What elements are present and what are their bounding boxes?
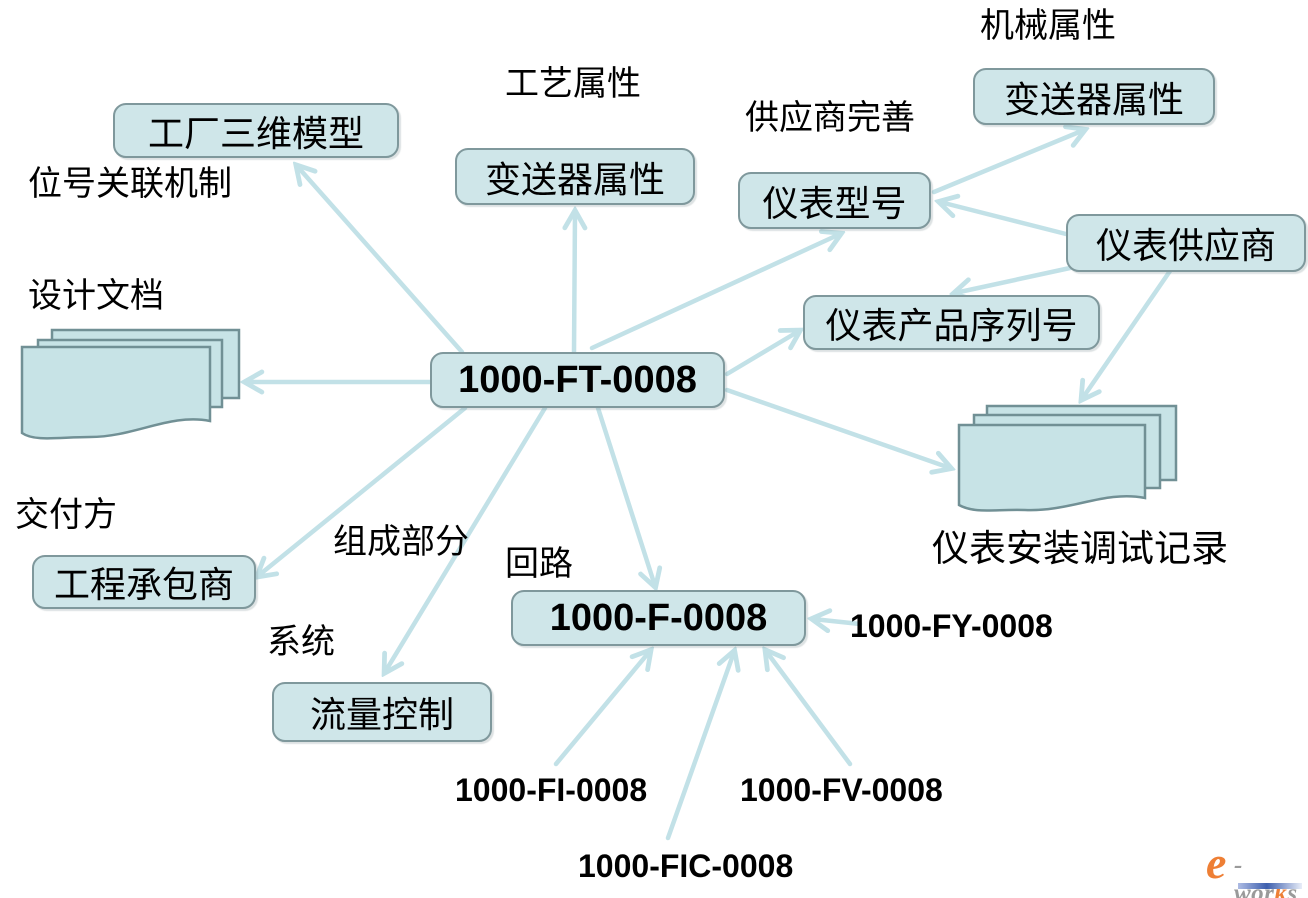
install-records-icon	[957, 404, 1178, 512]
node-instrument-supplier: 仪表供应商	[1066, 214, 1306, 272]
design-documents-icon	[20, 328, 241, 440]
eworks-logo-text: -works	[1234, 852, 1298, 898]
node-transmitter-attrs-process: 变送器属性	[455, 148, 695, 205]
node-transmitter-attrs-mech: 变送器属性	[973, 68, 1215, 125]
label-install-record: 仪表安装调试记录	[932, 529, 1228, 570]
label-mechanical-attrs: 机械属性	[980, 8, 1116, 45]
node-instrument-serial: 仪表产品序列号	[803, 295, 1100, 350]
arrow-fy-to-loop	[813, 619, 863, 624]
node-contractor: 工程承包商	[32, 555, 256, 609]
arrow-center-to-contractor	[258, 405, 468, 576]
label-process-attrs: 工艺属性	[505, 66, 641, 103]
label-tag-link: 位号关联机制	[28, 166, 232, 203]
arrow-center-to-loop	[595, 405, 655, 586]
node-center-tag: 1000-FT-0008	[430, 352, 725, 408]
arrow-model-to-transmitter-mech	[931, 130, 1084, 195]
node-plant-3d-model: 工厂三维模型	[113, 103, 399, 158]
tag-1000-fv-0008: 1000-FV-0008	[740, 772, 943, 808]
arrow-fi-to-loop	[553, 651, 650, 767]
label-supplier-improve: 供应商完善	[745, 100, 915, 137]
tag-1000-fi-0008: 1000-FI-0008	[455, 772, 648, 808]
eworks-logo-underline	[1238, 883, 1302, 889]
eworks-logo: e -works	[1206, 837, 1306, 898]
arrow-supplier-to-serial	[955, 265, 1073, 293]
node-loop-tag: 1000-F-0008	[511, 590, 806, 646]
label-system: 系统	[267, 624, 335, 661]
arrow-supplier-to-model	[940, 202, 1069, 237]
arrow-center-to-transmitter-process	[574, 212, 575, 355]
label-design-doc: 设计文档	[28, 278, 164, 315]
arrow-center-to-install-docs	[724, 387, 950, 468]
label-component: 组成部分	[333, 524, 469, 561]
tag-1000-fic-0008: 1000-FIC-0008	[578, 848, 794, 884]
arrow-fic-to-loop	[665, 652, 734, 841]
arrow-center-to-serial	[724, 331, 799, 377]
tag-1000-fy-0008: 1000-FY-0008	[850, 608, 1053, 644]
node-instrument-model: 仪表型号	[738, 172, 931, 229]
label-loop: 回路	[505, 546, 573, 583]
arrow-center-to-flow-control	[385, 405, 548, 672]
arrow-center-to-instrument-model	[589, 234, 840, 351]
arrow-supplier-to-install-docs	[1082, 268, 1173, 399]
eworks-logo-e: e	[1206, 837, 1227, 888]
label-deliverer: 交付方	[15, 497, 117, 534]
arrow-center-to-plant-model	[297, 166, 465, 355]
arrow-fv-to-loop	[766, 651, 853, 767]
node-flow-control: 流量控制	[272, 682, 492, 742]
